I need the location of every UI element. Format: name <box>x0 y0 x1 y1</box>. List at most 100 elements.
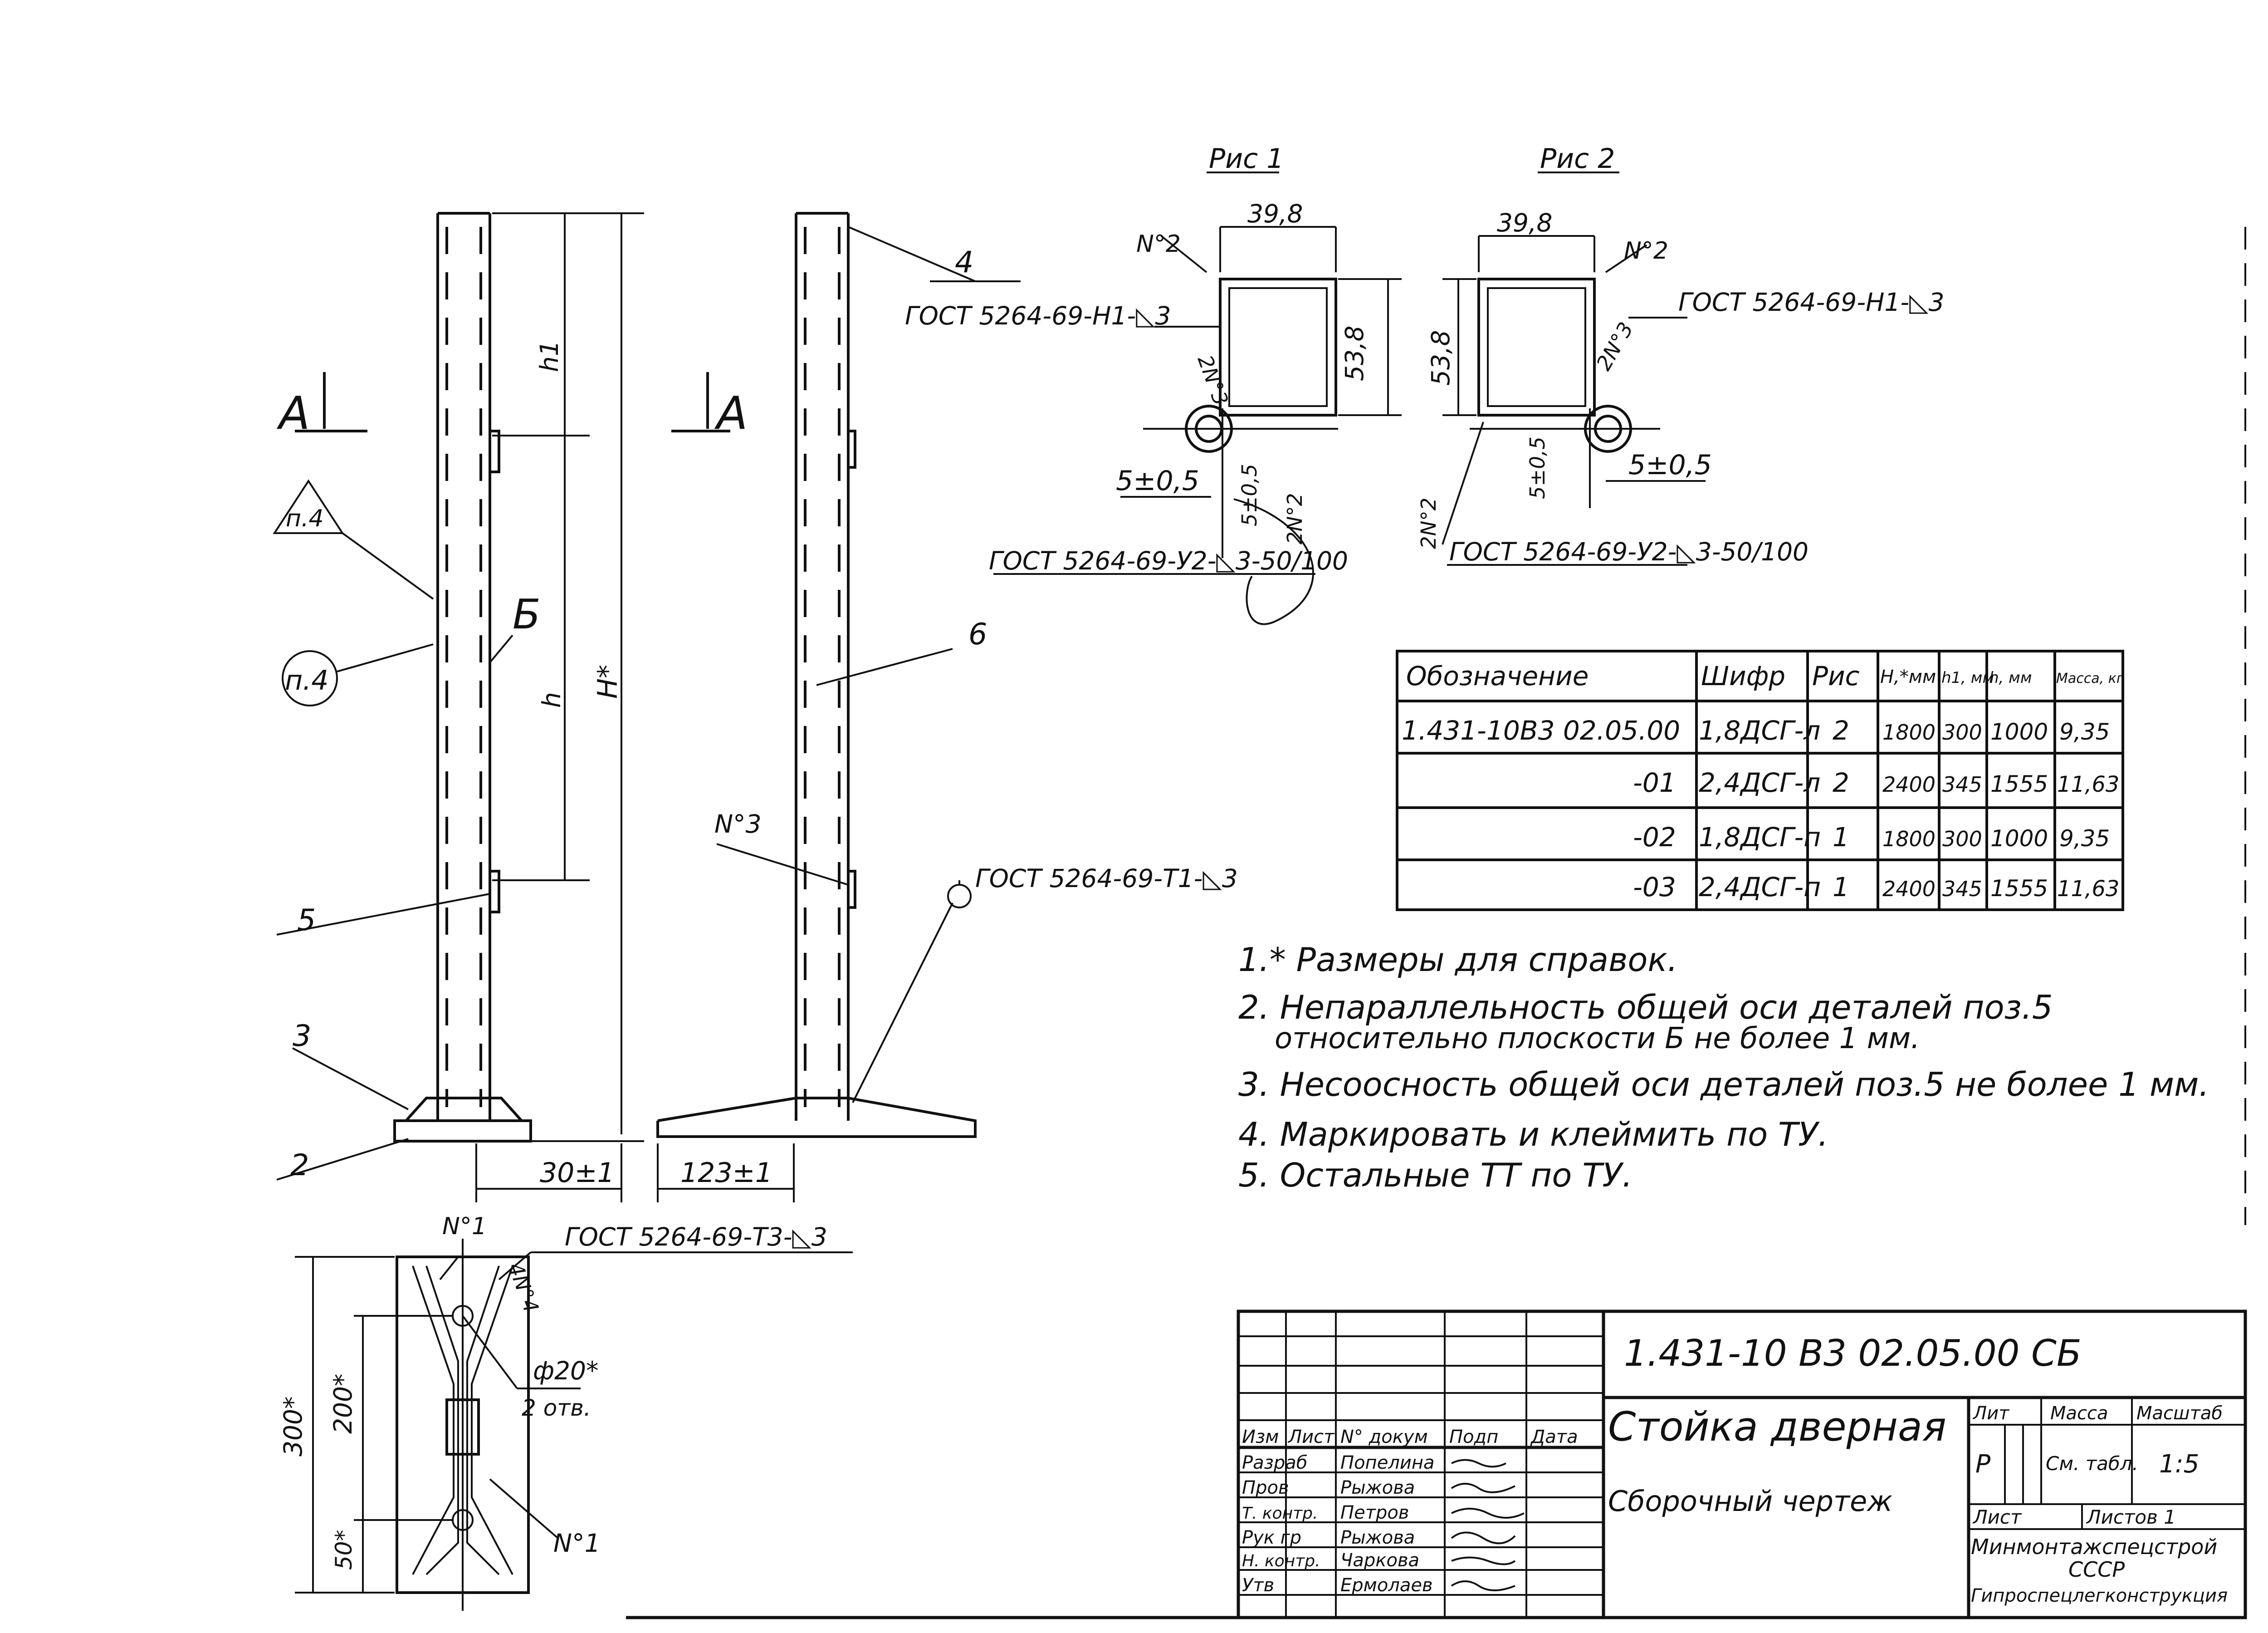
pos-3-label: 3 <box>293 1019 311 1053</box>
note-5: 5. Остальные ТТ по ТУ. <box>1238 1156 1633 1194</box>
base-dim-50: 50* <box>331 1530 357 1570</box>
weld-n3-label: N°3 <box>714 809 762 839</box>
fig1-weld-bottom-label: ГОСТ 5264-69-У2-◺3-50/100 <box>989 546 1348 575</box>
table-cell: 2,4ДСГ-л <box>1699 767 1820 798</box>
fig2-offset-v: 5±0,5 <box>1525 436 1549 499</box>
base-weld-label: ГОСТ 5264-69-Т3-◺3 <box>565 1222 827 1251</box>
spec-table <box>1396 650 2124 911</box>
tb-person: Ермолаев <box>1340 1575 1433 1596</box>
base-hole-dia: ф20* <box>533 1356 599 1385</box>
table-row: -01 2,4ДСГ-л 2 2400 345 1555 11,63 <box>1633 767 2119 798</box>
tb-hdr-podp: Подп <box>1449 1427 1498 1447</box>
fig1-weld-n3: 2N°3 <box>1193 352 1233 409</box>
note-3: 3. Несоосность общей оси деталей поз.5 н… <box>1238 1065 2209 1103</box>
tb-role: Пров <box>1242 1477 1289 1498</box>
table-cell: 1555 <box>1990 771 2048 797</box>
tb-mass-label: Масса <box>2050 1403 2108 1424</box>
tb-person: Рыжова <box>1340 1527 1415 1548</box>
fig2-title: Рис 2 <box>1540 143 1615 175</box>
table-cell: -02 <box>1633 822 1676 853</box>
tb-person: Рыжова <box>1340 1477 1415 1498</box>
table-cell: 1000 <box>1990 825 2048 852</box>
tb-role: Рук гр <box>1242 1527 1301 1548</box>
post-side-view <box>656 212 1021 1202</box>
fig1-offset-v: 5±0,5 <box>1237 464 1261 526</box>
tb-org-country: СССР <box>2068 1557 2125 1582</box>
technical-notes: 1.* Размеры для справок. 2. Непараллельн… <box>1238 941 2209 1194</box>
table-row: -02 1,8ДСГ-п 1 1800 300 1000 9,35 <box>1633 822 2110 853</box>
fig1-section <box>993 172 1402 625</box>
drawing-name: Стойка дверная <box>1608 1403 1946 1450</box>
tb-person: Попелина <box>1340 1452 1435 1473</box>
dim-H-label: H* <box>592 665 624 699</box>
tb-lit-label: Лит <box>1972 1403 2010 1424</box>
fig2-weld-n3: 2N°3 <box>1592 318 1638 375</box>
tb-person: Петров <box>1340 1502 1409 1523</box>
post-front-view <box>393 212 532 1143</box>
tb-hdr-izm: Изм <box>1242 1427 1279 1447</box>
tb-hdr-data: Дата <box>1530 1427 1578 1447</box>
table-cell: 2 <box>1833 715 1849 746</box>
table-cell: 9,35 <box>2059 719 2110 745</box>
table-cell: 11,63 <box>2057 876 2119 902</box>
section-label-a-right: A <box>714 387 748 440</box>
section-label-a-left: A <box>276 387 310 440</box>
fig2-section <box>1442 172 1706 566</box>
table-cell: 1,8ДСГ-л <box>1699 715 1820 746</box>
tb-lit-value: Р <box>1975 1449 1991 1478</box>
table-cell: 300 <box>1942 720 1982 745</box>
table-cell: 345 <box>1942 772 1982 797</box>
table-cell: 2400 <box>1882 877 1936 901</box>
circle-note-label: п.4 <box>285 665 328 696</box>
table-cell: 1.431-10В3 02.05.00 <box>1402 715 1680 746</box>
tb-role: Разраб <box>1242 1452 1307 1473</box>
table-row: 1.431-10В3 02.05.00 1,8ДСГ-л 2 1800 300 … <box>1402 715 2110 746</box>
table-cell: 1800 <box>1882 827 1936 851</box>
base-weld-4n4: 4N°4 <box>503 1260 544 1316</box>
fig2-weld-top-label: ГОСТ 5264-69-Н1-◺3 <box>1678 288 1945 317</box>
tb-scale-value: 1:5 <box>2159 1449 2200 1478</box>
note-2-continuation: относительно плоскости Б не более 1 мм. <box>1275 1022 1920 1055</box>
table-header-H: H,*мм <box>1880 667 1936 687</box>
table-cell: 1800 <box>1882 720 1936 745</box>
note-2: 2. Непараллельность общей оси деталей по… <box>1238 988 2053 1026</box>
fig2-weld-n2-side: 2N°2 <box>1417 498 1441 549</box>
tb-role: Н. контр. <box>1242 1552 1320 1570</box>
table-cell: 345 <box>1942 877 1982 901</box>
table-header-fig: Рис <box>1812 661 1860 691</box>
tb-person: Чаркова <box>1340 1550 1419 1571</box>
table-cell: -03 <box>1633 872 1676 902</box>
table-cell: 11,63 <box>2057 772 2119 797</box>
tb-hdr-ndok: N° докум <box>1340 1427 1428 1447</box>
title-block <box>1237 1309 2247 1619</box>
tb-scale-label: Масштаб <box>2136 1403 2223 1424</box>
drawing-subtitle: Сборочный чертеж <box>1608 1485 1892 1518</box>
tb-role: Т. контр. <box>1242 1504 1318 1523</box>
table-header-mass: Масса, кг <box>2056 671 2124 687</box>
fig1-width-label: 39,8 <box>1247 199 1303 228</box>
table-row: -03 2,4ДСГ-п 1 2400 345 1555 11,63 <box>1633 872 2119 902</box>
note-1: 1.* Размеры для справок. <box>1238 941 1678 979</box>
base-weld-n1-top: N°1 <box>442 1213 487 1240</box>
tb-mass-value: См. табл. <box>2046 1452 2138 1475</box>
pos-4-label: 4 <box>955 245 973 280</box>
base-dim-300: 300* <box>279 1397 308 1456</box>
table-cell: 2,4ДСГ-п <box>1699 872 1821 902</box>
base-weld-n1-bottom: N°1 <box>553 1529 601 1558</box>
signatures <box>1451 1459 1525 1591</box>
fig2-weld-n2-top: N°2 <box>1624 237 1668 265</box>
weld-t1-label: ГОСТ 5264-69-Т1-◺3 <box>975 864 1238 893</box>
table-header-h: h, мм <box>1989 669 2032 687</box>
base-hole-count: 2 отв. <box>522 1395 591 1421</box>
triangle-note-label: п.4 <box>286 505 324 532</box>
table-header-designation: Обозначение <box>1406 661 1589 691</box>
fig1-height-label: 53,8 <box>1340 326 1369 381</box>
table-cell: 1 <box>1833 872 1849 902</box>
table-cell: 9,35 <box>2059 825 2110 852</box>
fig2-width-label: 39,8 <box>1497 208 1552 237</box>
tb-role: Утв <box>1242 1575 1274 1596</box>
table-cell: -01 <box>1633 767 1676 798</box>
fig2-height-label: 53,8 <box>1426 330 1455 386</box>
dim-123-label: 123±1 <box>680 1157 772 1189</box>
